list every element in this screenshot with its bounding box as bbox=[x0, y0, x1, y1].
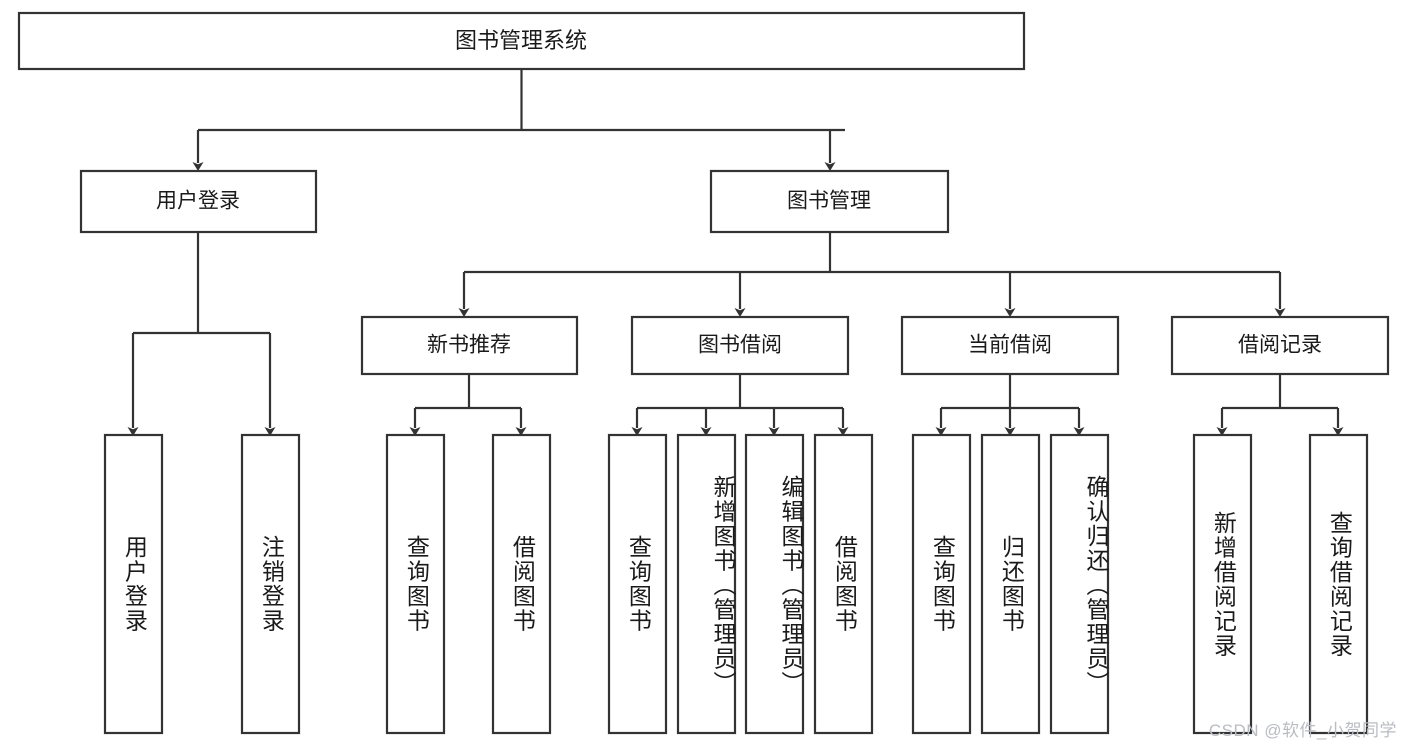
node-root-label: 图书管理系统 bbox=[455, 28, 587, 53]
node-leaf-return-book[interactable] bbox=[980, 433, 1041, 735]
node-user-login[interactable]: 用户登录 bbox=[79, 169, 318, 234]
node-leaf-edit-book[interactable] bbox=[744, 433, 805, 735]
node-book-borrow[interactable]: 图书借阅 bbox=[630, 315, 850, 376]
connector-bookmgmt-to-level3 bbox=[458, 232, 1286, 317]
node-new-book-rec-label: 新书推荐 bbox=[427, 334, 511, 357]
node-leaf-query-record[interactable] bbox=[1308, 433, 1369, 735]
connector-borrowrecord-to-leaves bbox=[1216, 374, 1344, 436]
node-root[interactable]: 图书管理系统 bbox=[17, 11, 1026, 71]
node-leaf-confirm-return[interactable] bbox=[1049, 433, 1110, 735]
node-book-mgmt-label: 图书管理 bbox=[787, 190, 871, 213]
node-leaf-query-book-2[interactable] bbox=[607, 433, 668, 735]
node-current-borrow[interactable]: 当前借阅 bbox=[900, 315, 1120, 376]
node-leaf-borrow-book-1[interactable] bbox=[491, 433, 552, 735]
connector-bookborrow-to-leaves bbox=[631, 374, 849, 436]
node-leaf-query-book-1[interactable] bbox=[385, 433, 446, 735]
node-book-mgmt[interactable]: 图书管理 bbox=[709, 169, 950, 234]
node-leaf-add-record[interactable] bbox=[1192, 433, 1253, 735]
node-book-borrow-label: 图书借阅 bbox=[698, 334, 782, 357]
node-leaf-logout[interactable] bbox=[240, 433, 301, 735]
node-user-login-label: 用户登录 bbox=[156, 190, 240, 213]
node-leaf-borrow-book-2[interactable] bbox=[813, 433, 874, 735]
node-borrow-record-label: 借阅记录 bbox=[1238, 334, 1322, 357]
csdn-watermark: CSDN @软件_小贺同学 bbox=[1208, 721, 1397, 740]
node-leaf-add-book[interactable] bbox=[676, 433, 737, 735]
node-leaf-user-login[interactable] bbox=[103, 433, 164, 735]
connector-currentborrow-to-leaves bbox=[935, 374, 1085, 436]
node-current-borrow-label: 当前借阅 bbox=[968, 334, 1052, 357]
connector-userlogin-to-leaves bbox=[127, 232, 276, 436]
connector-root-to-level2 bbox=[192, 69, 845, 171]
connector-newbookrec-to-leaves bbox=[409, 374, 527, 436]
node-new-book-rec[interactable]: 新书推荐 bbox=[360, 315, 579, 376]
node-borrow-record[interactable]: 借阅记录 bbox=[1170, 315, 1390, 376]
node-leaf-query-book-3[interactable] bbox=[911, 433, 972, 735]
